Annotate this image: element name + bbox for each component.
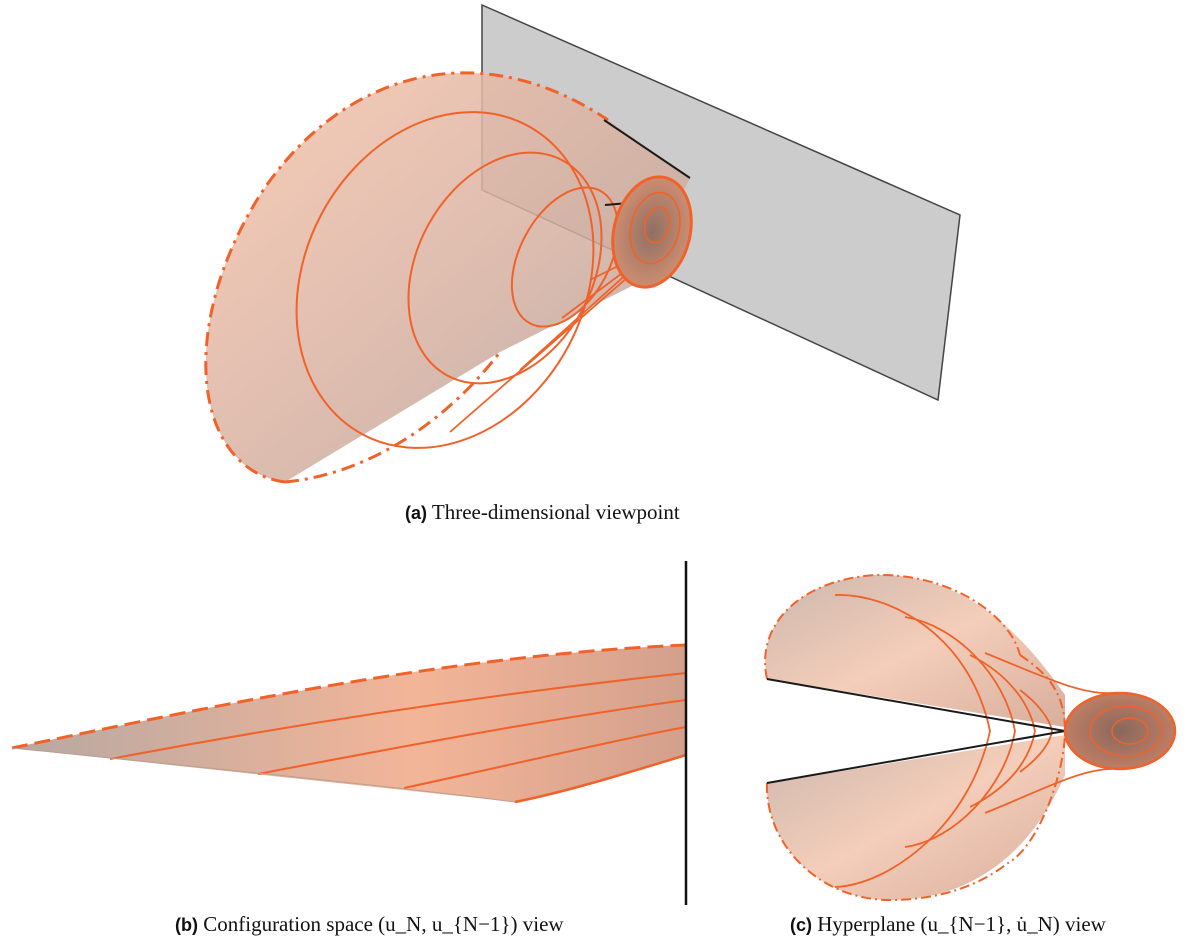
upper-slice-edge [766,678,1066,732]
panel-b-config-view [0,555,700,910]
level-curve [407,151,603,385]
cone-tip-cap [1063,691,1177,771]
level-curve [295,111,595,449]
level-curves [834,594,1053,888]
slice-edge [603,119,691,179]
wedge-dashed-edge [11,643,687,750]
caption-b-text: Configuration space (u_N, u_{N−1}) view [203,912,564,936]
cone-tip-cap [611,175,693,289]
hyperplane-figure [764,573,1177,902]
cone-3d-figure [204,3,961,484]
cap-ring [1089,705,1163,757]
wedge-level-lines [109,672,687,789]
outer-boundary-right [284,351,502,484]
lower-cone-half [766,735,1065,900]
cap-ring [643,206,671,244]
caption-c-tag: (c) [790,915,812,935]
caption-b: (b) Configuration space (u_N, u_{N−1}) v… [175,912,564,937]
wedge-surface [12,645,686,802]
caption-c-text: Hyperplane (u_{N−1}, u̇_N) view [817,912,1106,936]
cone-top-edge [984,652,1113,694]
upper-cone-half [765,574,1065,727]
lower-dashdot-boundary [765,782,1009,902]
caption-c: (c) Hyperplane (u_{N−1}, u̇_N) view [790,912,1106,937]
upper-dashdot-boundary [764,573,1021,680]
caption-b-tag: (b) [175,915,198,935]
wedge-baseline [11,747,516,803]
level-curve [510,186,620,328]
cap-ring [1111,717,1149,745]
generator-lines [449,249,651,433]
wedge-lower-edge [514,753,687,804]
caption-a-text: Three-dimensional viewpoint [431,500,680,524]
config-space-figure [11,561,688,905]
panel-c-hyperplane-view [740,555,1180,910]
cone-bottom-edge [984,768,1113,814]
caption-a: (a) Three-dimensional viewpoint [405,500,680,525]
lower-slice-edge [766,730,1066,784]
panel-a-3d-view [204,3,961,484]
cone-side-boundary [1007,654,1067,864]
cone-surface [205,72,690,482]
caption-a-tag: (a) [405,503,427,523]
cap-ring [629,191,681,265]
